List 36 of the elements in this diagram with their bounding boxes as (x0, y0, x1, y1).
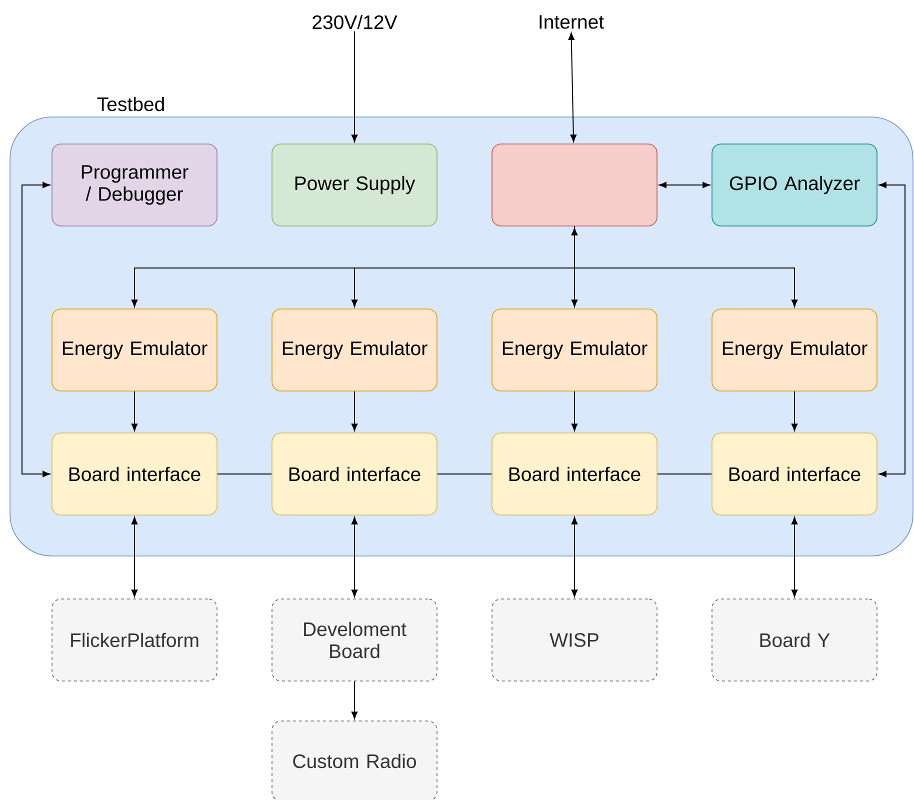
arrow (351, 30, 358, 142)
process-box: Energy Emulator (272, 308, 438, 392)
arrow (574, 226, 798, 308)
process-box: GPIO Analyzer (712, 144, 878, 226)
panel-heading: Testbed (97, 96, 164, 112)
arrow (131, 390, 138, 432)
process-box: Programmer / Debugger (52, 144, 218, 226)
process-box: Energy Emulator (52, 308, 218, 392)
arrow (351, 680, 358, 720)
device-box: Board Y (712, 598, 878, 682)
process-box: Energy Emulator (712, 308, 878, 392)
process-box: Board interface (492, 432, 658, 516)
device-box: WISP (492, 598, 658, 682)
arrow (131, 228, 578, 308)
process-box: Energy Emulator (492, 308, 658, 392)
process-box: Power Supply (272, 144, 438, 226)
process-box: Board interface (272, 432, 438, 516)
arrow (571, 516, 578, 598)
input-label: Internet (540, 15, 604, 29)
arrow (22, 182, 50, 478)
arrow (791, 390, 798, 432)
device-box: Develoment Board (272, 598, 438, 682)
arrow (658, 182, 710, 188)
arrow (351, 516, 358, 598)
arrow (568, 32, 577, 142)
process-box: Board interface (52, 432, 218, 516)
process-box: Board interface (712, 432, 878, 516)
device-box: FlickerPlatform (52, 598, 218, 682)
arrow (878, 182, 906, 478)
process-box (492, 144, 658, 226)
arrow (571, 390, 578, 432)
arrow (791, 516, 798, 598)
arrow (351, 390, 358, 432)
input-label: 230V/12V (312, 14, 398, 30)
device-box: Custom Radio (272, 720, 438, 800)
arrow (131, 516, 138, 598)
